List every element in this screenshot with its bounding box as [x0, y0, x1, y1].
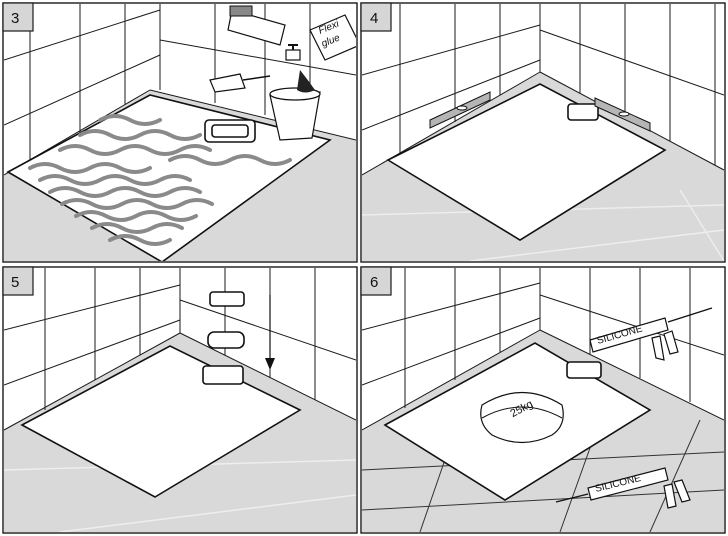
shower-tray [386, 83, 667, 241]
wall-tiles [4, 268, 356, 431]
panel-step-6: 25kg SILICONE SILICONE 6 [360, 266, 726, 534]
drain-grate-inner [211, 124, 249, 138]
weight-bag-icon: 25kg [480, 391, 564, 444]
panel-step-3: Flexi glue 3 [2, 2, 358, 263]
water-tap-icon [285, 44, 301, 61]
adhesive-waves [28, 114, 292, 246]
drain-cover-top-icon [209, 291, 245, 307]
drain-grate [202, 365, 244, 385]
drain-grate [566, 361, 602, 379]
glue-bag-icon: Flexi glue [297, 14, 356, 93]
spirit-level-right-icon [594, 97, 651, 132]
panel-step-5: 5 [2, 266, 358, 534]
step-number-badge [360, 266, 392, 296]
arrow-down-icon [265, 295, 275, 370]
step-number-badge [2, 2, 34, 32]
spirit-level-left-icon [429, 91, 491, 129]
notched-trowel-icon [227, 9, 286, 46]
step-number-badge [360, 2, 392, 32]
step-number: 6 [370, 274, 378, 291]
wall-tiles [362, 268, 724, 431]
step-number: 5 [11, 274, 19, 291]
step-number-badge [2, 266, 34, 296]
silicone-gun-upper-icon: SILICONE [589, 307, 713, 361]
panel-step-4: 4 [360, 2, 726, 263]
step-number: 4 [370, 10, 378, 27]
drain-grate [567, 103, 599, 121]
trowel-icon [209, 73, 246, 93]
step-number: 3 [11, 10, 19, 27]
drain-frame-icon [207, 331, 245, 349]
